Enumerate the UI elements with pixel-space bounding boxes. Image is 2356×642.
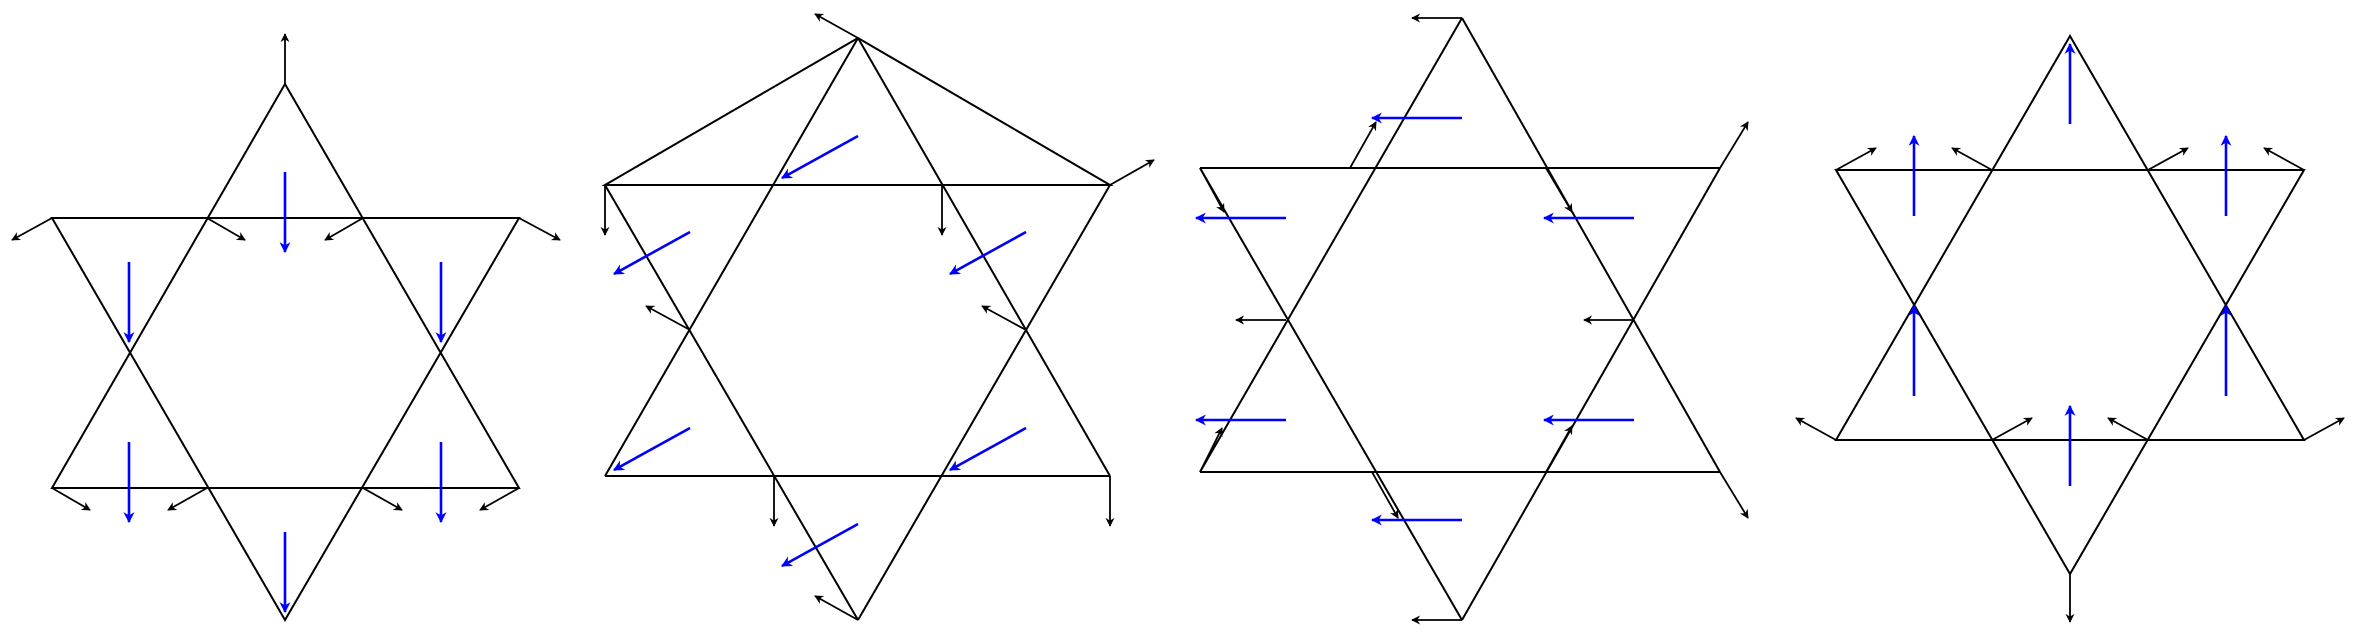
panel-4-black-arrows xyxy=(1795,147,2345,623)
black-arrow xyxy=(11,217,53,241)
panel-2-blue-arrows xyxy=(613,134,1027,568)
blue-arrow xyxy=(949,230,1027,276)
black-arrow xyxy=(479,487,520,511)
black-arrow xyxy=(1951,147,1993,171)
black-arrow xyxy=(1371,471,1399,519)
black-arrow xyxy=(1199,167,1225,213)
black-arrow xyxy=(645,305,691,331)
panel-2-edge xyxy=(604,184,859,621)
panel-1-triangle-up xyxy=(50,82,521,489)
panel-2-black-arrows xyxy=(600,13,1155,621)
black-arrow xyxy=(1719,121,1749,169)
black-arrow xyxy=(1795,417,1837,441)
black-arrow xyxy=(167,487,208,511)
black-arrow xyxy=(981,305,1027,331)
black-arrow xyxy=(51,487,91,511)
panel-3-edge xyxy=(1461,17,1721,473)
black-arrow xyxy=(1719,471,1749,519)
black-arrow xyxy=(814,595,859,621)
black-arrow xyxy=(1349,121,1377,169)
panel-1 xyxy=(11,33,561,622)
black-arrow xyxy=(814,13,859,39)
panel-4-triangle-down xyxy=(1834,169,2306,576)
panel-2-edge xyxy=(604,37,859,477)
black-arrow xyxy=(1199,427,1223,473)
panel-2-edge xyxy=(857,184,1111,621)
panel-3-edge xyxy=(1199,167,1463,621)
black-arrow xyxy=(362,487,403,511)
blue-arrow xyxy=(613,426,691,472)
black-arrow xyxy=(2263,147,2305,171)
black-arrow xyxy=(1991,417,2033,441)
black-arrow xyxy=(2303,417,2345,441)
panel-3 xyxy=(1194,13,1749,625)
black-arrow xyxy=(206,217,246,241)
panel-3-black-arrows xyxy=(1199,13,1749,625)
panel-1-black-arrows xyxy=(11,33,561,511)
panel-2 xyxy=(600,13,1155,621)
panel-1-blue-arrows xyxy=(123,172,447,614)
blue-arrow xyxy=(781,522,859,568)
black-arrow xyxy=(2147,147,2189,171)
blue-arrow xyxy=(613,230,691,276)
blue-arrow xyxy=(949,426,1027,472)
panel-4 xyxy=(1795,34,2345,623)
black-arrow xyxy=(1109,159,1155,186)
panel-3-blue-arrows xyxy=(1194,112,1634,526)
black-arrow xyxy=(1835,147,1877,171)
panel-2-triangle-a xyxy=(601,36,1114,186)
panel-3-edge xyxy=(1461,167,1721,621)
black-arrow xyxy=(518,217,561,241)
black-arrow xyxy=(2107,417,2149,441)
blue-arrow xyxy=(781,134,859,180)
panel-2-triangle-outline xyxy=(605,38,1110,620)
black-arrow xyxy=(1545,167,1573,213)
black-arrow xyxy=(324,217,364,241)
panel-3-edge xyxy=(1199,17,1463,473)
panel-4-blue-arrows xyxy=(1908,42,2232,486)
black-arrow xyxy=(1545,425,1573,473)
panel-2-edge xyxy=(857,37,1111,477)
